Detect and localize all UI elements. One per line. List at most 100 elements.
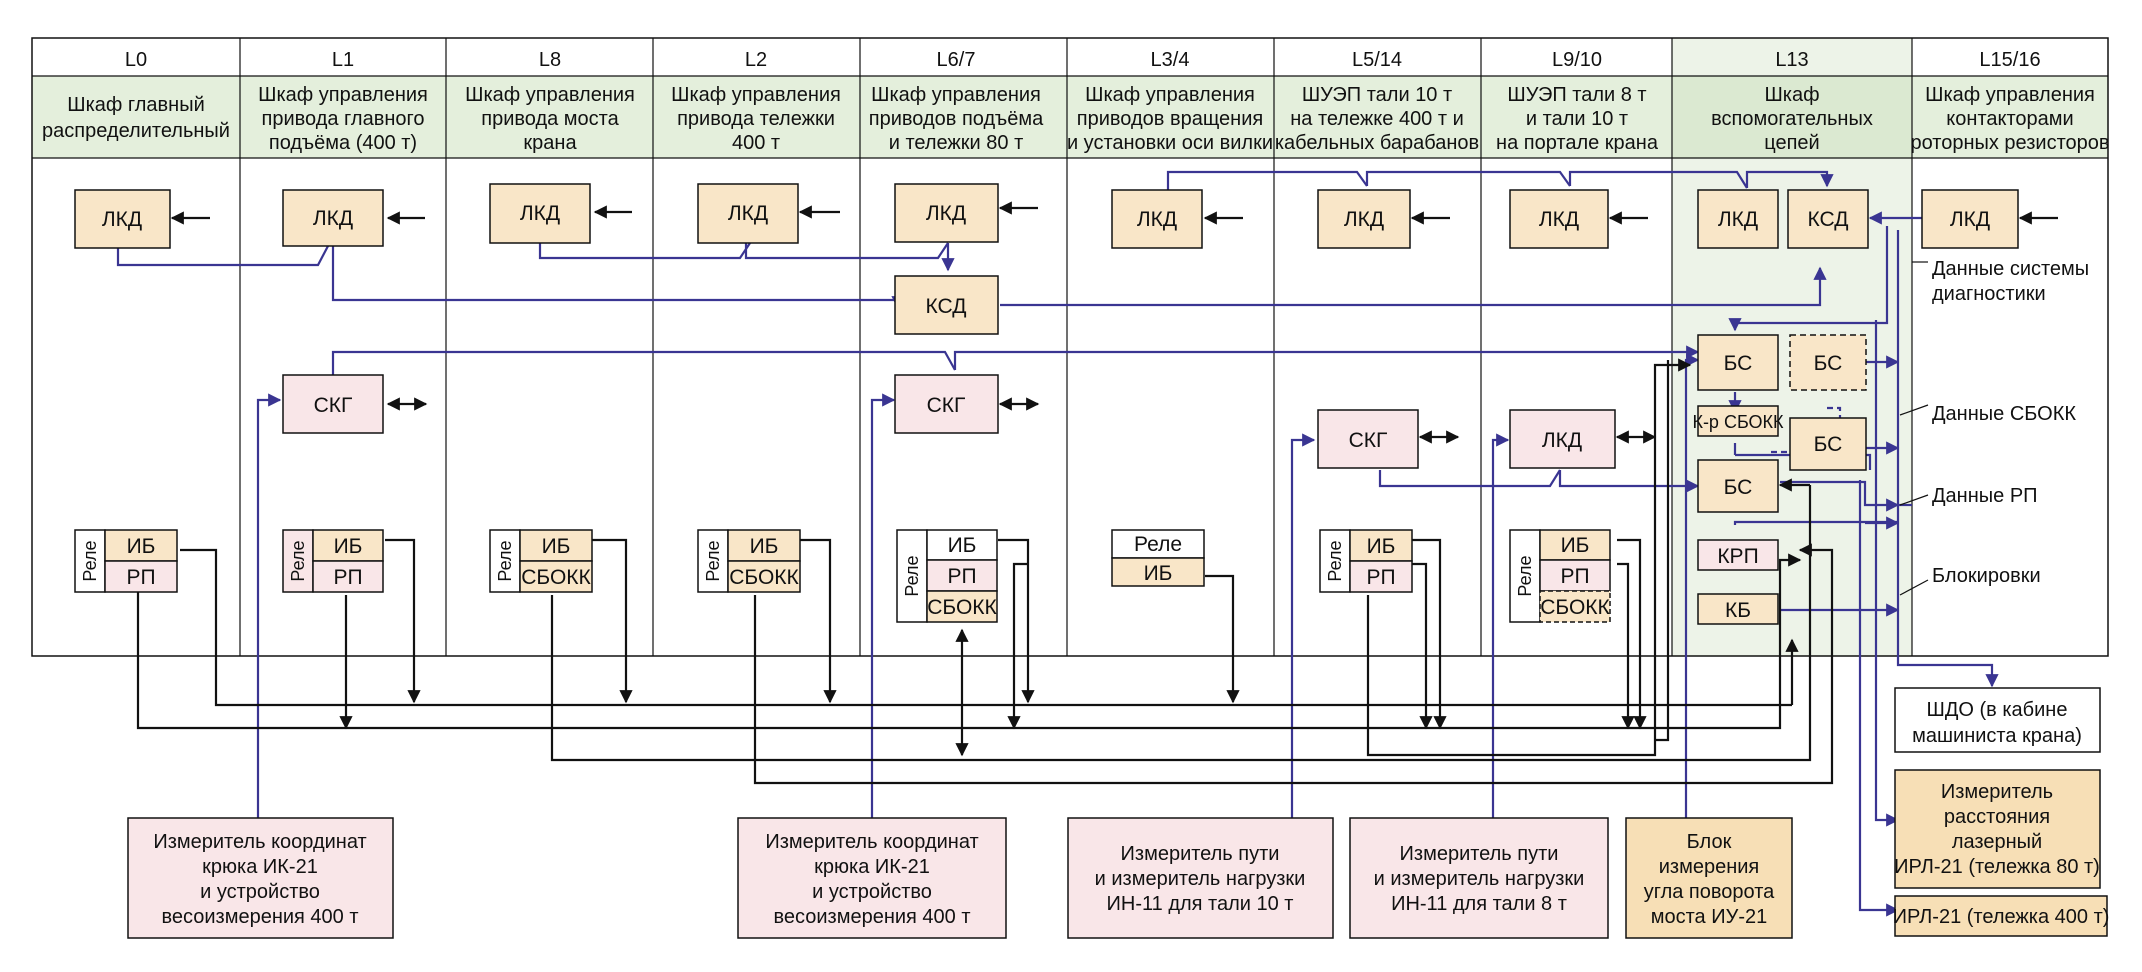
irl80-line-4: ИРЛ-21 (тележка 80 т) bbox=[1894, 856, 2100, 878]
lkd-l34: ЛКД bbox=[1111, 189, 1203, 249]
bottom-box-4-l2: измерения bbox=[1659, 856, 1760, 878]
bottom-box-3: Измеритель пути и измеритель нагрузки ИН… bbox=[1349, 817, 1609, 939]
ib-rp-sbokk-l67: Реле ИБ РП СБОКК bbox=[896, 529, 998, 623]
rele-l514: Реле bbox=[1325, 540, 1345, 581]
ib-l910: ИБ bbox=[1561, 534, 1590, 557]
bs-l13-dashed: БС bbox=[1789, 334, 1867, 391]
ib-l34: ИБ bbox=[1144, 562, 1173, 585]
bottom-box-4-l4: моста ИУ-21 bbox=[1651, 906, 1767, 928]
col-title-4-l1: Шкаф управления bbox=[871, 84, 1041, 106]
kb-l13: КБ bbox=[1697, 593, 1779, 625]
lkd-l2-label: ЛКД bbox=[728, 202, 768, 225]
side-label-sbokk: Данные СБОКК bbox=[1932, 403, 2076, 425]
skg-l67: СКГ bbox=[894, 374, 999, 434]
lkd-l0: ЛКД bbox=[74, 189, 171, 249]
col-title-6-l1: ШУЭП тали 10 т bbox=[1302, 84, 1452, 106]
col-code-3: L2 bbox=[745, 49, 767, 71]
lkd-l2: ЛКД bbox=[697, 183, 799, 244]
col-title-4-l2: приводов подъёма bbox=[869, 108, 1044, 130]
col-code-1: L1 bbox=[332, 49, 354, 71]
rele-l910: Реле bbox=[1515, 555, 1535, 596]
lkd-l8: ЛКД bbox=[489, 183, 591, 244]
sbokk-l8: СБОКК bbox=[521, 566, 591, 589]
irl80-line-2: расстояния bbox=[1944, 806, 2050, 828]
col-code-2: L8 bbox=[539, 49, 561, 71]
side-label-block: Блокировки bbox=[1932, 565, 2041, 587]
ib-l514: ИБ bbox=[1367, 535, 1396, 558]
skg-l1: СКГ bbox=[282, 374, 384, 434]
col-title-9-l3: роторных резисторов bbox=[1910, 132, 2109, 154]
bottom-box-1-l1: Измеритель координат bbox=[765, 831, 978, 853]
side-label-diag-1: Данные системы bbox=[1932, 258, 2089, 280]
col-code-8: L13 bbox=[1775, 49, 1808, 71]
ib-l2: ИБ bbox=[750, 535, 779, 558]
skg-l514: СКГ bbox=[1317, 409, 1419, 469]
shdo-box: ШДО (в кабине машиниста крана) bbox=[1894, 687, 2101, 753]
col-code-6: L5/14 bbox=[1352, 49, 1402, 71]
bottom-box-4-l1: Блок bbox=[1687, 831, 1732, 853]
irl80-line-3: лазерный bbox=[1952, 831, 2042, 853]
bs-l13-2: БС bbox=[1789, 417, 1867, 471]
col-title-7-l2: и тали 10 т bbox=[1526, 108, 1628, 130]
bottom-box-0-l3: и устройство bbox=[200, 881, 320, 903]
krp-l13: КРП bbox=[1697, 539, 1779, 571]
sbokk-l2: СБОКК bbox=[729, 566, 799, 589]
rele-l8: Реле bbox=[495, 540, 515, 581]
col-title-1-l1: Шкаф управления bbox=[258, 84, 428, 106]
kb-l13-label: КБ bbox=[1725, 599, 1751, 622]
lkd-l34-label: ЛКД bbox=[1137, 208, 1177, 231]
col-title-1-l2: привода главного bbox=[262, 108, 425, 130]
col-title-3-l1: Шкаф управления bbox=[671, 84, 841, 106]
rele-ib-l34: Реле ИБ bbox=[1111, 529, 1205, 587]
lkd-l1: ЛКД bbox=[282, 189, 384, 247]
lkd-l8-label: ЛКД bbox=[520, 202, 560, 225]
bottom-box-2-l2: и измеритель нагрузки bbox=[1095, 868, 1306, 890]
bs-l13-2-label: БС bbox=[1814, 433, 1843, 456]
shdo-line-1: ШДО (в кабине bbox=[1927, 699, 2068, 721]
bottom-box-0-l2: крюка ИК-21 bbox=[202, 856, 318, 878]
ksd-l13: КСД bbox=[1787, 189, 1869, 249]
col-title-8-l2: вспомогательных bbox=[1711, 108, 1873, 130]
col-title-1-l3: подъёма (400 т) bbox=[269, 132, 417, 154]
rp-l1: РП bbox=[333, 566, 362, 589]
irl400-label: ИРЛ-21 (тележка 400 т) bbox=[1893, 906, 2110, 928]
bs-l13-3: БС bbox=[1697, 459, 1779, 513]
col-code-0: L0 bbox=[125, 49, 147, 71]
bottom-box-4-l3: угла поворота bbox=[1644, 881, 1775, 903]
col-code-9: L15/16 bbox=[1979, 49, 2040, 71]
col-title-5-l3: и установки оси вилки bbox=[1067, 132, 1273, 154]
ib-sbokk-l8: Реле ИБ СБОКК bbox=[489, 529, 593, 593]
column-titles: Шкаф главный распределительный Шкаф упра… bbox=[42, 84, 2109, 154]
col-title-5-l2: приводов вращения bbox=[1077, 108, 1263, 130]
sbokk-l67: СБОКК bbox=[927, 596, 997, 619]
rele-l67: Реле bbox=[902, 555, 922, 596]
lkd-l13: ЛКД bbox=[1697, 189, 1779, 249]
rp-l67: РП bbox=[947, 565, 976, 588]
col-title-9-l2: контакторами bbox=[1946, 108, 2073, 130]
bottom-box-3-l3: ИН-11 для тали 8 т bbox=[1391, 893, 1567, 915]
irl80-line-1: Измеритель bbox=[1941, 781, 2053, 803]
col-code-7: L9/10 bbox=[1552, 49, 1602, 71]
col-title-5-l1: Шкаф управления bbox=[1085, 84, 1255, 106]
bottom-box-0-l4: весоизмерения 400 т bbox=[161, 906, 358, 928]
bottom-box-2: Измеритель пути и измеритель нагрузки ИН… bbox=[1067, 817, 1334, 939]
col-title-8-l1: Шкаф bbox=[1764, 84, 1819, 106]
skg-l67-label: СКГ bbox=[927, 394, 966, 417]
lkd-l13-label: ЛКД bbox=[1718, 208, 1758, 231]
ib-rp-sbokk-l910: Реле ИБ РП СБОКК bbox=[1509, 529, 1611, 623]
lkd-l1-label: ЛКД bbox=[313, 207, 353, 230]
bottom-box-1: Измеритель координат крюка ИК-21 и устро… bbox=[737, 817, 1007, 939]
rp-l0: РП bbox=[126, 566, 155, 589]
lkd-l1516-label: ЛКД bbox=[1950, 208, 1990, 231]
col-title-2-l3: крана bbox=[523, 132, 577, 154]
bottom-box-2-l1: Измеритель пути bbox=[1121, 843, 1280, 865]
lkd-l514-label: ЛКД bbox=[1344, 208, 1384, 231]
lkd-l910: ЛКД bbox=[1509, 189, 1609, 249]
rp-l910: РП bbox=[1560, 565, 1589, 588]
lkd-l1516: ЛКД bbox=[1921, 189, 2019, 249]
lkd-l910-lower-label: ЛКД bbox=[1542, 429, 1582, 452]
lkd-l0-label: ЛКД bbox=[102, 208, 142, 231]
bottom-box-1-l3: и устройство bbox=[812, 881, 932, 903]
col-code-5: L3/4 bbox=[1151, 49, 1190, 71]
